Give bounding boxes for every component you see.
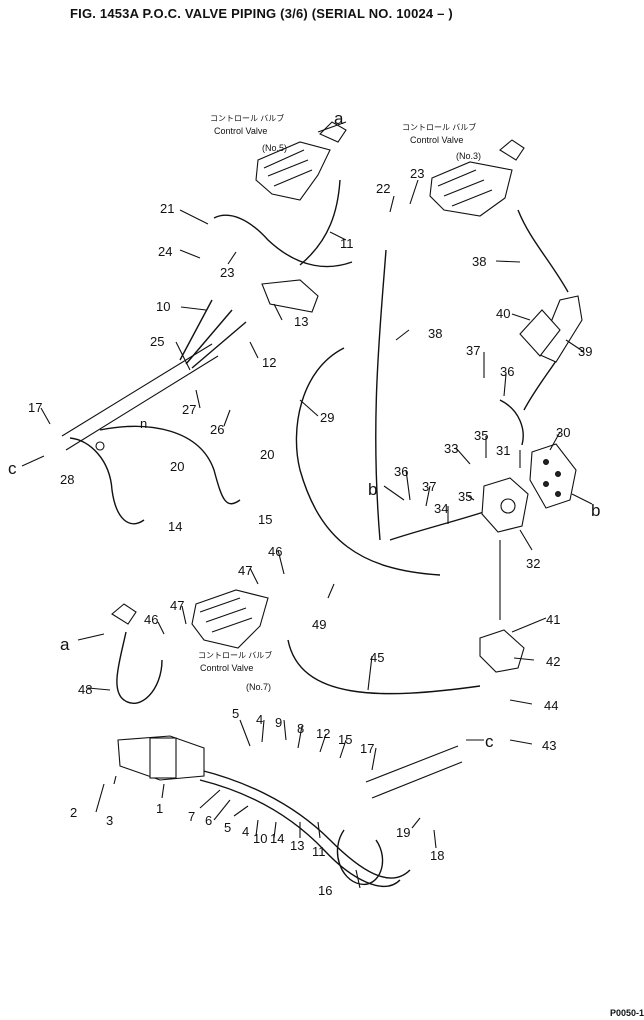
callout-11-top: 11 [340, 236, 354, 251]
callout-9: 9 [275, 715, 282, 730]
callout-37-left: 37 [422, 479, 436, 494]
ref-c-right: c [485, 732, 494, 751]
callout-20-left: 20 [170, 459, 184, 474]
callout-34: 34 [434, 501, 448, 516]
callout-38-middle: 38 [428, 326, 442, 341]
callout-23-left: 23 [220, 265, 234, 280]
callout-30: 30 [556, 425, 570, 440]
callout-7: 7 [188, 809, 195, 824]
callout-18: 18 [430, 848, 444, 863]
control-valve-no7[interactable] [111, 589, 269, 649]
fitting-parts[interactable] [95, 279, 583, 885]
callout-14-top: 14 [168, 519, 182, 534]
callout-31: 31 [496, 443, 510, 458]
callout-6: 6 [205, 813, 212, 828]
callout-43: 43 [542, 738, 556, 753]
callout-10-bottom: 10 [253, 831, 267, 846]
callout-49: 49 [312, 617, 326, 632]
callout-19: 19 [396, 825, 410, 840]
callout-35-top: 35 [474, 428, 488, 443]
callout-17-top: 17 [28, 400, 42, 415]
callout-36-top: 36 [500, 364, 514, 379]
callout-17-bottom: 17 [360, 741, 374, 756]
ref-a-top: a [334, 109, 344, 128]
callout-37-top: 37 [466, 343, 480, 358]
ref-b-right: b [591, 501, 600, 520]
callout-15-top: 15 [258, 512, 272, 527]
callout-33: 33 [444, 441, 458, 456]
figure-title: FIG. 1453A P.O.C. VALVE PIPING (3/6) (SE… [70, 6, 453, 21]
ref-b-left: b [368, 480, 377, 499]
valve-no5-jp-label: コントロール バルブ [210, 113, 284, 123]
callout-36-left: 36 [394, 464, 408, 479]
callout-47-top: 47 [238, 563, 252, 578]
callout-23-top: 23 [410, 166, 424, 181]
callout-2: 2 [70, 805, 77, 820]
callout-11-bottom: 11 [312, 844, 326, 859]
callout-46-top: 46 [268, 544, 282, 559]
callout-15-bottom: 15 [338, 732, 352, 747]
callout-27: 27 [182, 402, 196, 417]
callout-42: 42 [546, 654, 560, 669]
callout-12-bottom: 12 [316, 726, 330, 741]
callout-28: 28 [60, 472, 74, 487]
callout-16: 16 [318, 883, 332, 898]
callout-29: 29 [320, 410, 334, 425]
callout-13-top: 13 [294, 314, 308, 329]
callout-14-bottom: 14 [270, 831, 284, 846]
callout-38-top: 38 [472, 254, 486, 269]
callout-22: 22 [376, 181, 390, 196]
ref-c-left: c [8, 459, 17, 478]
callout-35-bottom: 35 [458, 489, 472, 504]
callout-5-top: 5 [232, 706, 239, 721]
valve-no7-jp-label: コントロール バルブ [198, 650, 272, 660]
callout-48: 48 [78, 682, 92, 697]
callout-8: 8 [297, 721, 304, 736]
valve-no3-en-label: Control Valve [410, 135, 463, 145]
callout-41: 41 [546, 612, 560, 627]
callout-39: 39 [578, 344, 592, 359]
callout-3: 3 [106, 813, 113, 828]
leader-lines [21, 121, 593, 889]
control-valve-no5[interactable] [255, 121, 347, 201]
callout-24: 24 [158, 244, 172, 259]
valve-no7-en-label: Control Valve [200, 663, 253, 673]
callout-25: 25 [150, 334, 164, 349]
callout-4-bottom: 4 [242, 824, 249, 839]
callout-20-right: 20 [260, 447, 274, 462]
callout-21: 21 [160, 201, 174, 216]
valve-no5-number: (No.5) [262, 143, 287, 153]
callout-45: 45 [370, 650, 384, 665]
callout-10-top: 10 [156, 299, 170, 314]
callout-47-left: 47 [170, 598, 184, 613]
callout-12-top: 12 [262, 355, 276, 370]
callout-26: 26 [210, 422, 224, 437]
hose-lines [61, 179, 575, 887]
valve-no3-number: (No.3) [456, 151, 481, 161]
valve-no5-en-label: Control Valve [214, 126, 267, 136]
callout-46-left: 46 [144, 612, 158, 627]
callout-5-bottom: 5 [224, 820, 231, 835]
callout-numbers: 1 2 3 4 4 5 5 6 7 8 9 10 10 11 11 12 12 … [28, 166, 592, 898]
ref-a-left: a [60, 635, 70, 654]
callout-44: 44 [544, 698, 558, 713]
ref-n: n [140, 416, 147, 431]
valve-no7-number: (No.7) [246, 682, 271, 692]
callout-4-top: 4 [256, 712, 263, 727]
callout-13-bottom: 13 [290, 838, 304, 853]
control-valve-no3[interactable] [429, 139, 525, 217]
callout-32: 32 [526, 556, 540, 571]
callout-1: 1 [156, 801, 163, 816]
page-footer-code: P0050-1 [609, 1008, 644, 1018]
callout-40: 40 [496, 306, 510, 321]
valve-no3-jp-label: コントロール バルブ [402, 122, 476, 132]
